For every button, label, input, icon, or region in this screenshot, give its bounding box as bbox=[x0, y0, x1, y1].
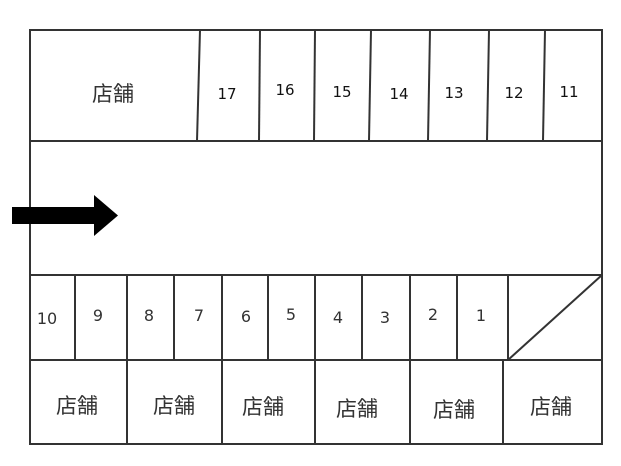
shop-label-1: 店舗 bbox=[56, 394, 98, 418]
shop-label-5: 店舗 bbox=[433, 398, 475, 422]
bottom-stall-labels: 10 9 8 7 6 5 4 3 2 1 bbox=[37, 305, 486, 328]
shop-label-4: 店舗 bbox=[336, 397, 378, 421]
arrow-right-icon bbox=[12, 195, 118, 236]
stall-14-label: 14 bbox=[389, 85, 408, 103]
bottom-shop-dividers bbox=[126, 360, 504, 444]
stall-13-label: 13 bbox=[444, 84, 463, 102]
stall-2-label: 2 bbox=[428, 305, 438, 324]
stall-15-label: 15 bbox=[332, 83, 351, 101]
shop-label-2: 店舗 bbox=[153, 394, 195, 418]
shop-label-6: 店舗 bbox=[530, 395, 572, 419]
shop-label-3: 店舗 bbox=[242, 395, 284, 419]
stall-5-label: 5 bbox=[286, 305, 296, 324]
stall-8-label: 8 bbox=[144, 306, 154, 325]
stall-1-label: 1 bbox=[476, 306, 486, 325]
stall-9-label: 9 bbox=[93, 306, 103, 325]
stall-10-label: 10 bbox=[37, 309, 57, 328]
top-row-dividers bbox=[196, 29, 546, 142]
stall-7-label: 7 bbox=[194, 306, 204, 325]
stall-17-label: 17 bbox=[217, 85, 236, 103]
stall-6-label: 6 bbox=[241, 307, 251, 326]
stall-16-label: 16 bbox=[275, 81, 294, 99]
stall-11-label: 11 bbox=[559, 83, 578, 101]
stall-4-label: 4 bbox=[333, 308, 343, 327]
top-shop-label: 店舗 bbox=[92, 82, 134, 106]
bottom-stall-dividers bbox=[74, 275, 509, 360]
bottom-shop-labels: 店舗 店舗 店舗 店舗 店舗 店舗 bbox=[56, 394, 572, 422]
stall-3-label: 3 bbox=[380, 308, 390, 327]
corner-diagonal bbox=[507, 274, 603, 361]
stall-12-label: 12 bbox=[504, 84, 523, 102]
top-stall-labels: 17 16 15 14 13 12 11 bbox=[217, 81, 578, 103]
